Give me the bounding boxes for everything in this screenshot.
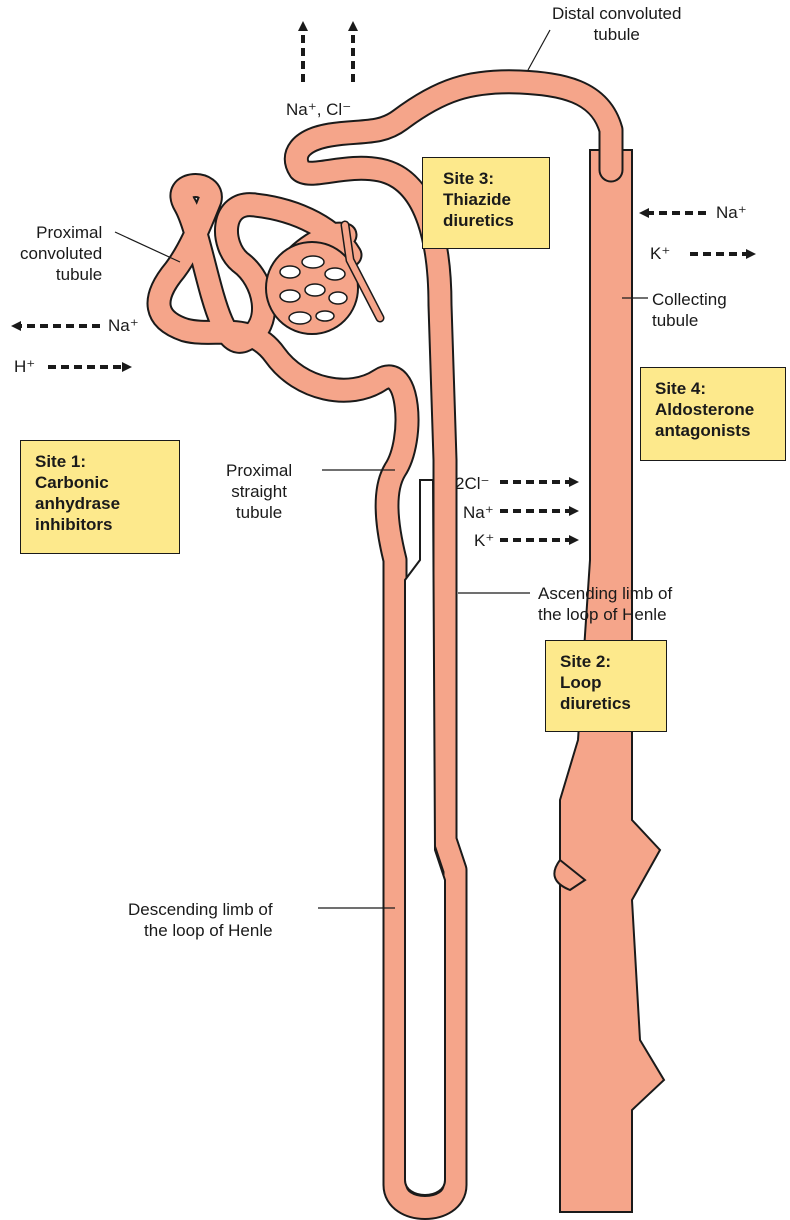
label-ascending-limb: Ascending limb of the loop of Henle [538, 583, 672, 625]
ion-h-proximal: H⁺ [14, 357, 35, 377]
ion-na-proximal: Na⁺ [108, 316, 139, 336]
site-2-box: Site 2: Loop diuretics [545, 640, 667, 732]
nephron-tubule [159, 82, 611, 1208]
label-descending-limb: Descending limb of the loop of Henle [128, 899, 273, 941]
ion-na-loop: Na⁺ [463, 503, 494, 523]
label-proximal-convoluted-tubule: Proximal convoluted tubule [20, 222, 102, 285]
label-proximal-straight-tubule: Proximal straight tubule [226, 460, 292, 523]
ion-k-loop: K⁺ [474, 531, 494, 551]
ion-na-cl-top: Na⁺, Cl⁻ [286, 100, 351, 120]
ion-2cl-loop: 2Cl⁻ [455, 474, 489, 494]
site-3-box: Site 3: Thiazide diuretics [422, 157, 550, 249]
ion-k-collecting: K⁺ [650, 244, 670, 264]
label-distal-convoluted-tubule: Distal convoluted tubule [552, 3, 681, 45]
label-collecting-tubule: Collecting tubule [652, 289, 727, 331]
ion-na-collecting: Na⁺ [716, 203, 747, 223]
site-4-box: Site 4: Aldosterone antagonists [640, 367, 786, 461]
site-1-box: Site 1: Carbonic anhydrase inhibitors [20, 440, 180, 554]
